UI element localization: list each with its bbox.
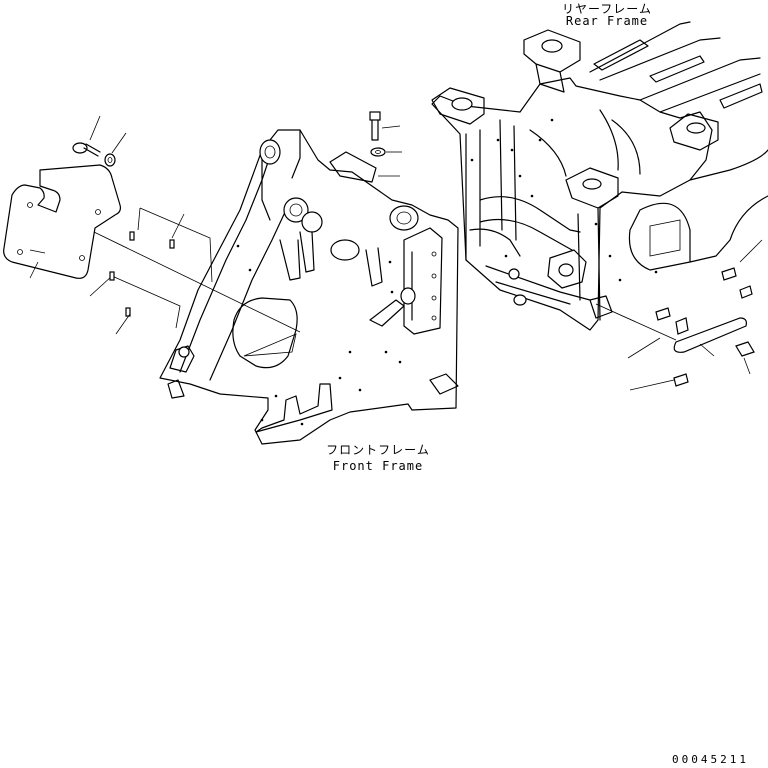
- rear-guide-line: [595, 303, 677, 341]
- hinge-pin-long: [673, 317, 747, 357]
- pin-3: [655, 307, 671, 321]
- plate-guide-line: [93, 231, 301, 333]
- pin-4: [675, 317, 689, 335]
- pin-2: [739, 285, 753, 299]
- front-washer: [370, 147, 402, 157]
- clip: [735, 341, 755, 375]
- pin-1: [721, 239, 763, 281]
- spacer-set-lower: [89, 271, 181, 335]
- plate-washer: [104, 132, 127, 167]
- plate-bolt: [72, 115, 101, 157]
- rear-frame: [431, 21, 768, 331]
- pin-5: [629, 373, 689, 391]
- cover-plate: [3, 164, 122, 279]
- front-bolt: [369, 111, 401, 141]
- pin-leader: [627, 337, 661, 359]
- rear-frame-label-en: Rear Frame: [565, 14, 649, 28]
- front-frame: [159, 129, 459, 445]
- front-frame-label-jp: フロントフレーム: [326, 443, 430, 457]
- drawing-code: 00045211: [672, 753, 749, 766]
- front-frame-label-en: Front Frame: [332, 459, 424, 473]
- front-bracket-pin: [329, 151, 400, 183]
- plate-leader: [29, 261, 39, 279]
- rear-frame-label-jp: リヤーフレーム: [562, 2, 652, 16]
- spacer-set-upper: [129, 207, 213, 283]
